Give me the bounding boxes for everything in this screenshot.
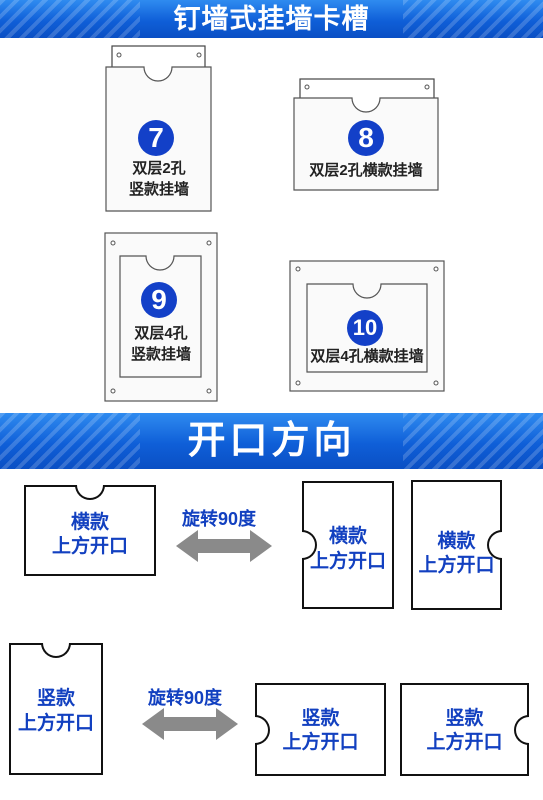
number-badge-9: 9 bbox=[141, 282, 177, 318]
double-arrow-icon bbox=[142, 708, 238, 740]
number-badge-7: 7 bbox=[138, 120, 174, 156]
section-banner: 开口方向 bbox=[0, 413, 543, 469]
row1-result-card-a: 横款 上方开口 bbox=[302, 481, 394, 609]
caption-7-line2: 竖款挂墙 bbox=[128, 181, 189, 198]
card-line2: 上方开口 bbox=[309, 551, 386, 572]
number-badge-8: 8 bbox=[348, 120, 384, 156]
rotate-label-1: 旋转90度 bbox=[182, 509, 257, 529]
card-line1: 横款 bbox=[437, 531, 476, 552]
product-8: 8 双层2孔横款挂墙 bbox=[292, 78, 440, 192]
page-title: 钉墙式挂墙卡槽 bbox=[173, 4, 370, 34]
row2-source-card: 竖款 上方开口 bbox=[9, 643, 103, 775]
row2-result-card-a: 竖款 上方开口 bbox=[255, 683, 386, 776]
row1-result-card-b: 横款 上方开口 bbox=[411, 480, 502, 610]
rotate-label-2: 旋转90度 bbox=[148, 688, 223, 708]
number-badge-10: 10 bbox=[347, 310, 383, 346]
product-10: 10 双层4孔横款挂墙 bbox=[289, 260, 445, 392]
section-title: 开口方向 bbox=[187, 420, 356, 462]
card-line2: 上方开口 bbox=[17, 713, 94, 734]
product-7: 7 双层2孔 竖款挂墙 bbox=[104, 45, 214, 213]
caption-9-line2: 竖款挂墙 bbox=[130, 346, 191, 363]
card-line1: 竖款 bbox=[36, 688, 75, 709]
caption-8-line1: 双层2孔横款挂墙 bbox=[309, 162, 423, 179]
card-line1: 竖款 bbox=[301, 708, 340, 729]
row1-source-card: 横款 上方开口 bbox=[24, 485, 156, 576]
card-line1: 横款 bbox=[70, 512, 109, 533]
card-line1: 横款 bbox=[328, 526, 367, 547]
card-line2: 上方开口 bbox=[51, 536, 128, 557]
double-arrow-icon bbox=[176, 530, 272, 562]
product-9: 9 双层4孔 竖款挂墙 bbox=[104, 232, 218, 402]
right-notch bbox=[514, 714, 529, 745]
top-notch bbox=[75, 485, 105, 500]
card-line2: 上方开口 bbox=[418, 555, 495, 576]
card-line1: 竖款 bbox=[445, 708, 484, 729]
caption-10-line1: 双层4孔横款挂墙 bbox=[310, 348, 424, 365]
card-line2: 上方开口 bbox=[282, 732, 359, 753]
row2-result-card-b: 竖款 上方开口 bbox=[400, 683, 529, 776]
card-line2: 上方开口 bbox=[426, 732, 503, 753]
top-notch bbox=[41, 643, 71, 658]
caption-7-line1: 双层2孔 bbox=[132, 160, 186, 177]
top-banner: 钉墙式挂墙卡槽 bbox=[0, 0, 543, 38]
caption-9-line1: 双层4孔 bbox=[134, 325, 188, 342]
